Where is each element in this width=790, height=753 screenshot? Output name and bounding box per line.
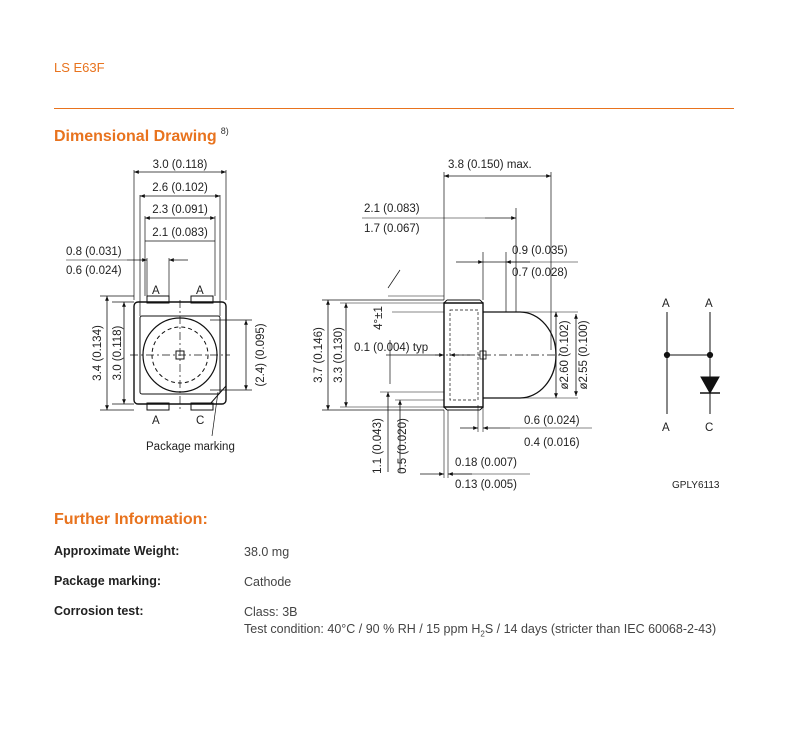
diode-symbol <box>700 376 720 395</box>
dim-height-max: 3.7 (0.146) <box>313 327 325 383</box>
schematic-label-bottom-left: A <box>662 422 670 434</box>
corrosion-class: Class: 3B <box>244 605 298 619</box>
dim-standoff-max: 1.1 (0.043) <box>372 418 384 474</box>
info-label: Approximate Weight: <box>54 544 180 558</box>
dim-standoff-min: 0.5 (0.020) <box>397 418 409 474</box>
pin-label-bottom-right: C <box>196 415 204 427</box>
lead-bottom-right <box>190 402 214 411</box>
dim-lead-thickness-min: 0.4 (0.016) <box>524 437 580 449</box>
pin-label-top-left: A <box>152 285 160 297</box>
corrosion-condition: Test condition: 40°C / 90 % RH / 15 ppm … <box>244 621 724 643</box>
info-label: Corrosion test: <box>54 604 144 618</box>
dim-diameter-max: ø2.60 (0.102) <box>559 320 571 389</box>
side-view <box>322 172 592 478</box>
dim-width-lens: 2.1 (0.083) <box>152 227 208 239</box>
dim-lens-offset-min: 1.7 (0.067) <box>364 223 420 235</box>
dim-lead-len-max: 0.9 (0.035) <box>512 245 568 257</box>
dim-width-total: 3.0 (0.118) <box>153 159 208 171</box>
footnote-reference: 8) <box>220 126 229 136</box>
dim-lead-width-min: 0.6 (0.024) <box>66 265 122 277</box>
info-label: Package marking: <box>54 574 161 588</box>
dim-lens-offset-max: 2.1 (0.083) <box>364 203 420 215</box>
dim-lead-thickness-max: 0.6 (0.024) <box>524 415 580 427</box>
schematic-label-bottom-right: C <box>705 422 713 434</box>
diode-schematic <box>663 312 720 414</box>
dim-width-body: 2.3 (0.091) <box>152 204 208 216</box>
lead-bottom-left <box>146 402 170 411</box>
lead-top-right <box>190 295 214 304</box>
dim-typ-gap: 0.1 (0.004) typ <box>354 342 428 354</box>
dimensional-drawing-title: Dimensional Drawing <box>54 128 217 145</box>
dimensional-drawing: 3.0 (0.118) 2.6 (0.102) 2.3 (0.091) 2.1 … <box>66 159 720 491</box>
dim-height-total: 3.4 (0.134) <box>92 325 104 381</box>
dim-length-max: 3.8 (0.150) max. <box>448 159 532 171</box>
info-value-corrosion: Class: 3B Test condition: 40°C / 90 % RH… <box>244 604 724 643</box>
info-value: Cathode <box>244 575 292 589</box>
drawing-code: GPLY6113 <box>672 480 720 491</box>
corrosion-condition-suffix: S / 14 days (stricter than IEC 60068-2-4… <box>484 622 717 636</box>
package-marking-label: Package marking <box>146 441 235 453</box>
corrosion-condition-prefix: Test condition: 40°C / 90 % RH / 15 ppm … <box>244 622 481 636</box>
front-view <box>66 170 252 437</box>
dim-diameter-min: ø2.55 (0.100) <box>578 320 590 389</box>
schematic-label-top-right: A <box>705 298 713 310</box>
dim-height-min: 3.3 (0.130) <box>333 327 345 383</box>
info-value: 38.0 mg <box>244 545 290 559</box>
dim-pad-min: 0.13 (0.005) <box>455 479 517 491</box>
dim-pad-max: 0.18 (0.007) <box>455 457 517 469</box>
dim-lens-height: (2.4) (0.095) <box>255 323 267 386</box>
lead-top-left <box>146 295 170 304</box>
corrosion-condition-subscript: 2 <box>480 629 485 639</box>
pin-label-bottom-left: A <box>152 415 160 427</box>
dim-lead-width-max: 0.8 (0.031) <box>66 246 122 258</box>
dim-angle: 4°±1 <box>373 306 385 330</box>
dim-width-inner: 2.6 (0.102) <box>152 182 208 194</box>
schematic-label-top-left: A <box>662 298 670 310</box>
dim-height-body: 3.0 (0.118) <box>112 325 124 380</box>
pin-label-top-right: A <box>196 285 204 297</box>
product-name: LS E63F <box>54 60 105 75</box>
dim-lead-len-min: 0.7 (0.028) <box>512 267 568 279</box>
further-information-title: Further Information: <box>54 511 208 528</box>
header-divider <box>54 108 734 109</box>
